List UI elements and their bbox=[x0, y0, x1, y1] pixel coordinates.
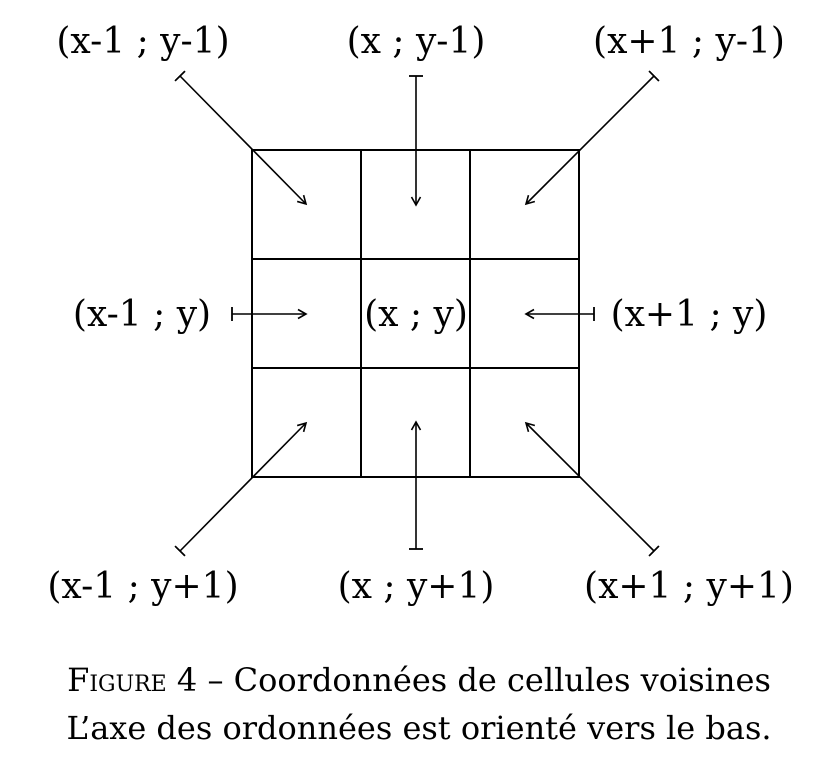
arrow-bottom-left bbox=[174, 421, 308, 557]
arrow-top-left bbox=[174, 70, 308, 206]
figure-number: 4 bbox=[176, 661, 198, 699]
label-bottom: (x ; y+1) bbox=[338, 566, 495, 607]
label-center: (x ; y) bbox=[364, 294, 468, 335]
coordinate-labels: (x-1 ; y-1) (x ; y-1) (x+1 ; y-1) (x-1 ;… bbox=[47, 21, 794, 607]
caption-title: Coordonnées de cellules voisines bbox=[233, 661, 771, 699]
neighbor-cells-diagram: (x-1 ; y-1) (x ; y-1) (x+1 ; y-1) (x-1 ;… bbox=[47, 21, 794, 607]
caption-note: L’axe des ordonnées est orienté vers le … bbox=[66, 709, 772, 747]
figure-caption: Figure 4 – Coordonnées de cellules voisi… bbox=[0, 660, 838, 700]
label-left: (x-1 ; y) bbox=[73, 294, 211, 335]
caption-separator: – bbox=[207, 661, 224, 699]
label-top-left: (x-1 ; y-1) bbox=[56, 21, 229, 62]
arrow-top-right bbox=[524, 70, 660, 206]
label-bottom-left: (x-1 ; y+1) bbox=[47, 566, 238, 607]
figure-word: Figure bbox=[67, 661, 167, 699]
label-bottom-right: (x+1 ; y+1) bbox=[584, 566, 794, 607]
label-top: (x ; y-1) bbox=[347, 21, 486, 62]
arrow-bottom-right bbox=[524, 421, 660, 557]
label-top-right: (x+1 ; y-1) bbox=[593, 21, 785, 62]
label-right: (x+1 ; y) bbox=[611, 294, 768, 335]
neighbor-arrows bbox=[174, 70, 660, 557]
